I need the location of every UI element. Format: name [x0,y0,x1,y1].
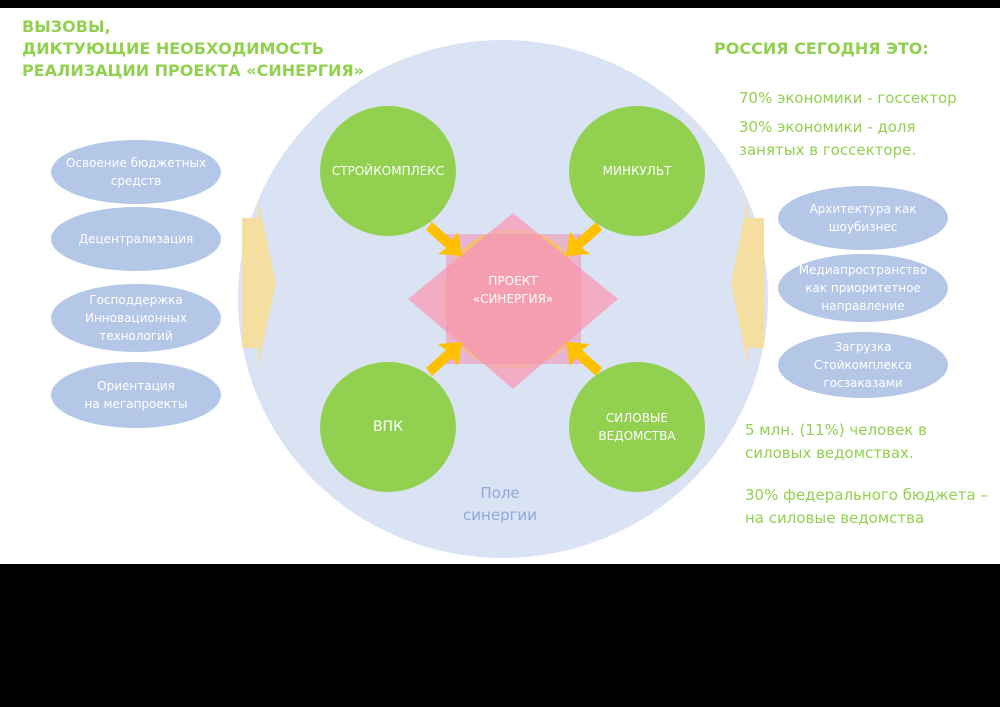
challenge-architecture-showbiz-text: Архитектура как шоубизнес [809,202,917,234]
challenges-heading-line-1: ВЫЗОВЫ, [22,17,111,36]
challenge-budget-spending-text: Освоение бюджетных средств [65,156,207,188]
arrow-from-minkult [566,222,602,256]
challenge-innovation-support: Господдержка Инновационных технологий [51,284,221,352]
synergy-field-label: Поле синергии [463,484,537,524]
arrow-from-stroykompleks [426,222,462,256]
node-silovye-vedomstva: СИЛОВЫЕ ВЕДОМСТВА [569,362,705,492]
challenges-heading-line-3: РЕАЛИЗАЦИИ ПРОЕКТА «СИНЕРГИЯ» [22,61,365,80]
challenge-decentralization-text: Децентрализация [78,232,194,246]
stat-security-budget: 30% федерального бюджета – на силовые ве… [745,486,988,527]
russia-today-heading: РОССИЯ СЕГОДНЯ ЭТО: [714,39,929,58]
challenge-media-space-text: Медиапространство как приоритетное напра… [798,263,928,313]
right-arrow-shape [731,200,764,366]
synergy-pink-square [446,234,581,364]
left-arrow-shape [242,200,276,366]
slide: ВЫЗОВЫ, ДИКТУЮЩИЕ НЕОБХОДИМОСТЬ РЕАЛИЗАЦ… [0,8,1000,564]
challenge-megaprojects: Ориентация на мегапроекты [51,362,221,428]
challenges-heading: ВЫЗОВЫ, ДИКТУЮЩИЕ НЕОБХОДИМОСТЬ РЕАЛИЗАЦ… [22,16,382,82]
node-vpk: ВПК [320,362,456,492]
diagram-shapes [242,200,764,389]
arrow-from-vpk [426,342,462,376]
challenges-heading-line-2: ДИКТУЮЩИЕ НЕОБХОДИМОСТЬ [22,39,324,58]
challenge-decentralization: Децентрализация [51,207,221,271]
challenge-innovation-support-text: Господдержка Инновационных технологий [84,293,187,343]
challenge-budget-spending: Освоение бюджетных средств [51,140,221,204]
stat-economy-public-sector: 70% экономики - госсектор [739,89,957,107]
challenge-architecture-showbiz: Архитектура как шоубизнес [778,186,948,250]
project-synergy-label: ПРОЕКТ «СИНЕРГИЯ» [472,274,554,306]
challenge-government-orders-text: Загрузка Стойкомплекса госзаказами [813,340,913,390]
challenge-megaprojects-text: Ориентация на мегапроекты [84,379,188,411]
node-stroykompleks: СТРОЙКОМПЛЕКС [320,106,456,236]
node-minkult: МИНКУЛЬТ [569,106,705,236]
challenge-government-orders: Загрузка Стойкомплекса госзаказами [778,332,948,398]
challenge-media-space: Медиапространство как приоритетное напра… [778,254,948,322]
stat-public-sector-employment: 30% экономики - доля занятых в госсектор… [739,118,917,159]
stat-security-personnel: 5 млн. (11%) человек в силовых ведомства… [745,421,927,462]
arrow-from-silovye [566,342,602,376]
